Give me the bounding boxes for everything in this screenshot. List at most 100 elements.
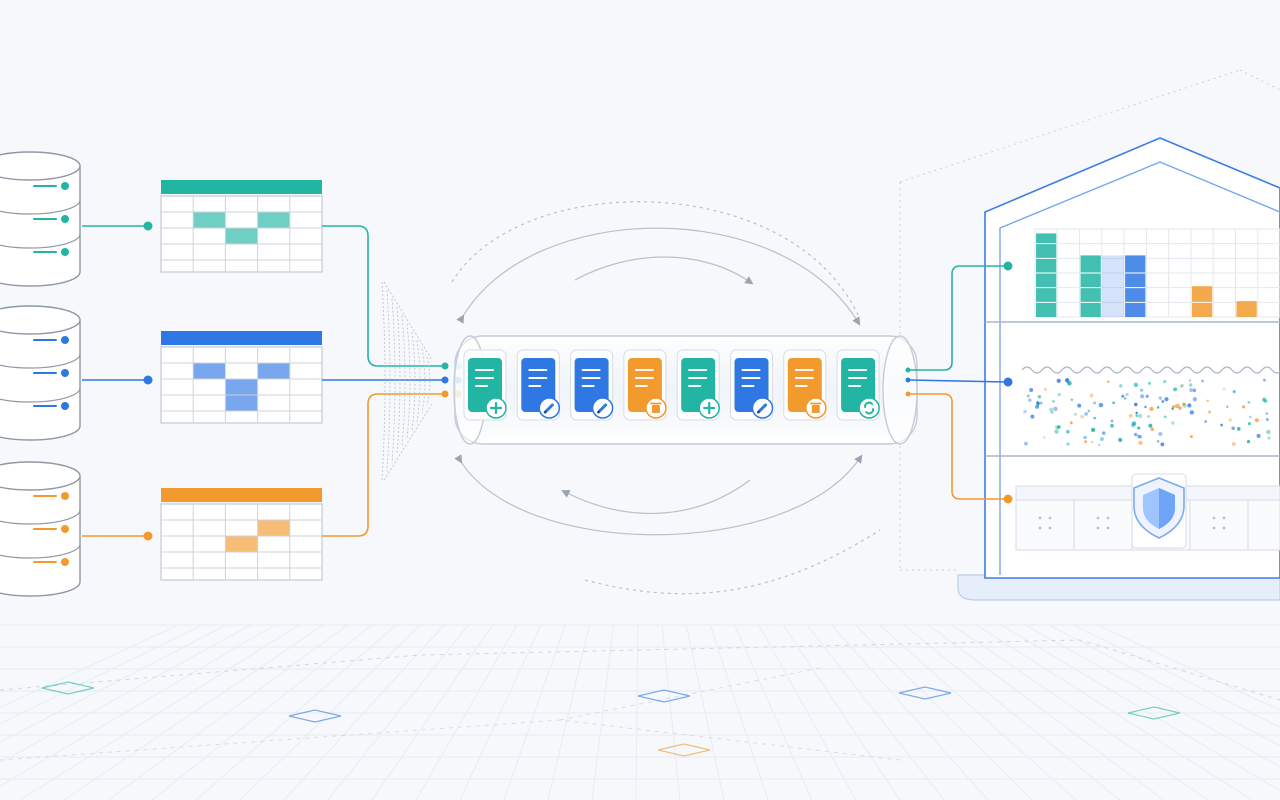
data-particle (1189, 388, 1193, 392)
floor-tile (637, 689, 691, 703)
storage-vent (1212, 526, 1216, 530)
data-particle (1128, 413, 1133, 418)
data-particle (1035, 404, 1039, 409)
data-particle (1029, 388, 1034, 393)
data-particle (1070, 398, 1074, 401)
data-particle (1037, 394, 1042, 399)
table-changed-cell (193, 212, 226, 228)
table-changed-cell (225, 536, 258, 552)
data-particle (1043, 435, 1046, 439)
data-particle (1247, 400, 1251, 404)
change-event-sync (836, 349, 880, 421)
data-particle (1231, 441, 1236, 447)
sync-icon (858, 397, 880, 419)
data-particle (1102, 431, 1106, 435)
data-particle (1067, 381, 1072, 386)
data-particle (1265, 412, 1269, 415)
data-particle (1100, 437, 1104, 441)
connector-dot (143, 221, 153, 231)
data-particle (1266, 429, 1271, 435)
data-particle (1156, 406, 1160, 409)
connector-dot (143, 531, 153, 541)
data-particle (1138, 434, 1142, 439)
data-particle (1139, 388, 1144, 392)
data-particle (1048, 407, 1054, 412)
floor-tile (657, 743, 711, 757)
data-particle (1083, 435, 1087, 440)
data-particle (1131, 423, 1136, 428)
data-particle (1119, 384, 1123, 388)
data-particle (1156, 440, 1160, 443)
data-particle (1179, 385, 1183, 388)
pipe-entry-dot (441, 362, 449, 370)
warehouse-bar-ghost (1101, 255, 1125, 317)
data-particle (1133, 382, 1139, 388)
cycle-arrow-top (456, 227, 861, 326)
data-particle (1171, 421, 1175, 425)
columnar-chart-layer (1034, 228, 1280, 318)
source-tables (160, 180, 323, 581)
cycle-arrow-bottom-inner (561, 479, 751, 515)
data-particle (1084, 412, 1088, 416)
database-status-dot (61, 402, 69, 410)
data-particle (1121, 394, 1125, 398)
data-particle (1097, 443, 1101, 447)
data-particle (1177, 403, 1181, 407)
data-particle (1137, 413, 1143, 419)
change-event-update (570, 349, 614, 421)
data-particle (1249, 415, 1252, 419)
data-particle (1024, 441, 1028, 446)
data-particle (1110, 419, 1114, 423)
change-event-insert (676, 349, 720, 421)
warehouse-bar (1236, 301, 1257, 317)
trash-icon (805, 397, 827, 419)
warehouse-input-dot (1003, 377, 1013, 387)
data-particle (1137, 426, 1141, 430)
data-particle (1225, 405, 1229, 409)
data-particle (1150, 427, 1155, 432)
table-changed-cell (257, 212, 290, 228)
data-particle (1262, 397, 1267, 402)
table-header (161, 488, 322, 502)
data-particle (1160, 442, 1165, 447)
data-particle (1201, 379, 1204, 383)
data-particle (1204, 420, 1208, 424)
warehouse-input-dot (1003, 261, 1013, 271)
table-header (161, 331, 322, 345)
data-particle (1178, 406, 1182, 410)
source-table-icon (160, 488, 323, 581)
data-particle (1044, 387, 1047, 391)
warehouse-outer-frame (984, 137, 1280, 579)
data-particle (1054, 429, 1059, 434)
database-status-dot (61, 215, 69, 223)
data-particle (1188, 379, 1192, 382)
storage-vent (1048, 526, 1052, 530)
data-particle (1125, 392, 1129, 397)
data-particle (1084, 440, 1088, 444)
change-event-delete (783, 349, 827, 421)
data-particle (1145, 394, 1149, 398)
pipe-entry-dot (441, 390, 449, 398)
data-particle (1030, 414, 1035, 419)
data-particle (1135, 414, 1138, 417)
storage-vent (1222, 526, 1226, 530)
data-particle (1147, 415, 1150, 418)
pencil-icon (538, 397, 561, 419)
database-status-dot (61, 558, 69, 566)
data-particle (1069, 421, 1073, 425)
data-particle (1262, 378, 1266, 382)
change-event-update (730, 349, 774, 421)
data-particle (1246, 439, 1251, 444)
data-particle (1220, 423, 1224, 427)
source-table-icon (160, 180, 323, 273)
data-particle (1147, 381, 1151, 385)
data-particle (1087, 409, 1091, 413)
data-particle (1158, 431, 1163, 437)
source-database-icon (0, 461, 81, 597)
pipe-exit-dot (905, 377, 911, 383)
shield-icon (1131, 473, 1187, 549)
data-particle (1148, 423, 1153, 428)
table-changed-cell (225, 379, 258, 395)
database-status-dot (61, 525, 69, 533)
data-particle (1171, 407, 1174, 410)
